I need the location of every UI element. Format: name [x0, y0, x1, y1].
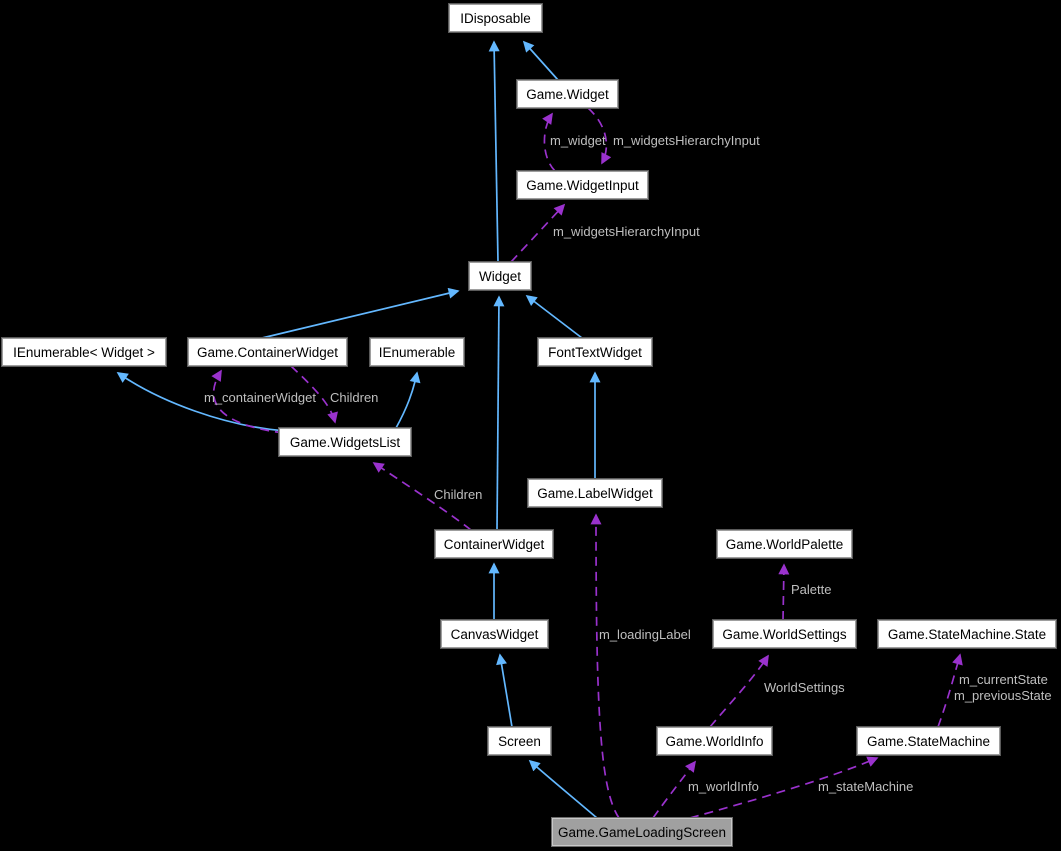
edge-gamewidget-to-widgetinput-hierarchyinput [587, 107, 612, 165]
node-fonttextwidget[interactable]: FontTextWidget [538, 338, 652, 366]
edge-containerwidget-to-widget [493, 295, 505, 531]
edge-worldsettings-to-worldpalette-palette [778, 563, 790, 621]
edge-fonttextwidget-to-widget [525, 294, 583, 339]
edge-gamewidget-to-idisposable [522, 40, 559, 81]
edge-worldinfo-to-worldsettings-worldsettings [709, 654, 769, 728]
node-game-containerwidget[interactable]: Game.ContainerWidget [188, 338, 347, 366]
node-canvaswidget[interactable]: CanvasWidget [441, 620, 548, 648]
node-game-statemachine-state[interactable]: Game.StateMachine.State [878, 620, 1056, 648]
edge-widget-to-idisposable [488, 40, 500, 263]
node-game-worldsettings[interactable]: Game.WorldSettings [713, 620, 856, 648]
edge-widgetslist-to-containerwidget-m-containerwidget [211, 369, 285, 434]
edge-statemachine-to-state-currentstate [937, 653, 963, 728]
edge-widget-to-widgetinput-hierarchyinput [510, 203, 566, 263]
edge-gameloadingscreen-to-statemachine-m-statemachine [689, 756, 879, 819]
node-game-labelwidget[interactable]: Game.LabelWidget [528, 479, 662, 507]
edge-gamewidgetslist-to-ienumerable [395, 371, 421, 429]
node-containerwidget[interactable]: ContainerWidget [435, 530, 553, 558]
node-screen[interactable]: Screen [488, 727, 551, 755]
edge-gameloadingscreen-to-labelwidget-m-loadinglabel [590, 513, 620, 819]
edge-gameloadingscreen-to-screen [528, 759, 598, 819]
node-game-widgetinput[interactable]: Game.WidgetInput [517, 171, 648, 199]
node-game-statemachine[interactable]: Game.StateMachine [857, 727, 1000, 755]
edge-gamecontainerwidget-to-widgetslist-children [290, 365, 338, 424]
node-idisposable[interactable]: IDisposable [449, 4, 542, 32]
node-widget[interactable]: Widget [469, 262, 531, 290]
edge-gamewidgetslist-to-ienumerablewidget [116, 372, 286, 432]
edge-widgetinput-to-gamewidget-m-widget [542, 112, 556, 172]
node-game-widgetslist[interactable]: Game.WidgetsList [279, 428, 411, 456]
node-ienumerable-widget[interactable]: IEnumerable< Widget > [2, 338, 166, 366]
node-game-gameloadingscreen: Game.GameLoadingScreen [552, 818, 732, 846]
edge-screen-to-canvaswidget [496, 653, 513, 728]
edge-containerwidget-to-widgetslist-children [372, 462, 472, 531]
node-game-widget[interactable]: Game.Widget [517, 80, 618, 108]
node-game-worldinfo[interactable]: Game.WorldInfo [657, 727, 772, 755]
edge-gamecontainerwidget-to-widget [261, 287, 460, 339]
edge-gameloadingscreen-to-worldinfo-m-worldinfo [652, 760, 696, 819]
node-game-worldpalette[interactable]: Game.WorldPalette [717, 530, 852, 558]
node-ienumerable[interactable]: IEnumerable [370, 338, 464, 366]
